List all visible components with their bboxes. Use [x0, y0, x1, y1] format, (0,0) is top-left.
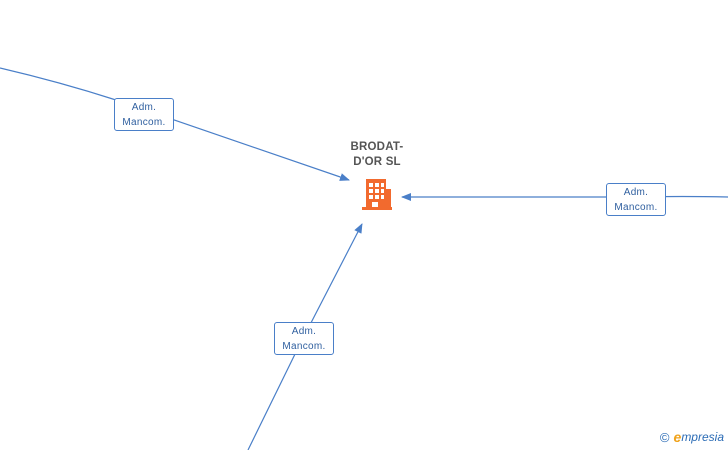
edge-label-right[interactable]: Adm. Mancom. — [606, 183, 666, 216]
company-name[interactable]: BRODAT- D'OR SL — [330, 140, 424, 170]
company-name-line2: D'OR SL — [353, 156, 401, 168]
edge-label-line2: Mancom. — [614, 202, 658, 213]
watermark: © e mpresia — [660, 429, 724, 445]
edge-top-left[interactable] — [0, 67, 350, 181]
edge-label-line2: Mancom. — [122, 117, 166, 128]
edge-label-line1: Adm. — [131, 102, 157, 113]
edge-label-line2: Mancom. — [282, 341, 326, 352]
building-icon — [362, 179, 392, 210]
brand-logo-text: mpresia — [681, 430, 724, 444]
edge-label-top-left[interactable]: Adm. Mancom. — [114, 98, 174, 131]
edge-label-bottom[interactable]: Adm. Mancom. — [274, 322, 334, 355]
brand-logo-e: e — [673, 429, 682, 445]
edge-right[interactable] — [401, 193, 728, 201]
company-name-line1: BRODAT- — [350, 141, 404, 153]
edge-label-line1: Adm. — [623, 187, 649, 198]
copyright-icon: © — [659, 429, 670, 445]
edge-label-line1: Adm. — [291, 326, 317, 337]
company-node[interactable]: BRODAT- D'OR SL — [330, 140, 424, 211]
